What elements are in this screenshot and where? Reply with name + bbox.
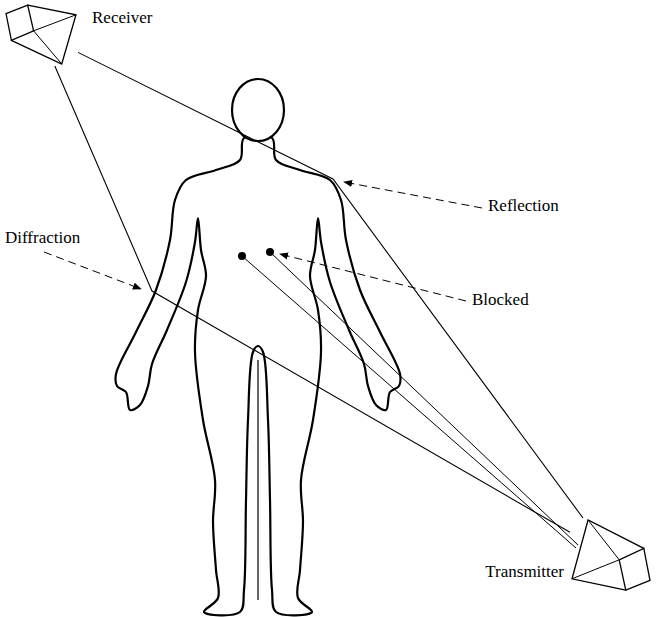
blocked-paths bbox=[242, 252, 578, 548]
antenna-node: Transmitter bbox=[570, 518, 652, 594]
leader-arrow bbox=[344, 182, 482, 208]
signal-path bbox=[55, 66, 570, 532]
leader-arrows bbox=[44, 182, 482, 301]
antenna-label: Transmitter bbox=[485, 562, 564, 582]
block-point bbox=[238, 252, 246, 260]
horn-antenna-icon bbox=[4, 2, 78, 66]
blocked-ray bbox=[270, 252, 578, 545]
horn-edge bbox=[34, 31, 62, 64]
block-point bbox=[266, 248, 274, 256]
callout-label: Diffraction bbox=[3, 228, 82, 248]
leg-gap bbox=[257, 360, 258, 600]
horn-feed bbox=[619, 548, 650, 590]
horn-feed bbox=[6, 5, 34, 40]
horn-antenna-icon bbox=[570, 518, 652, 594]
signal-path bbox=[78, 52, 583, 518]
horn-edge bbox=[572, 560, 619, 579]
horn-edge bbox=[588, 520, 619, 560]
leader-arrow bbox=[280, 254, 466, 301]
human-body bbox=[115, 79, 400, 615]
antenna-node: Receiver bbox=[4, 2, 78, 66]
callout-label: Blocked bbox=[470, 290, 531, 310]
antenna-label: Receiver bbox=[92, 8, 152, 28]
head-outline bbox=[232, 79, 284, 141]
body-outline bbox=[115, 135, 400, 616]
blocked-ray bbox=[242, 256, 576, 548]
callout-label: Reflection bbox=[486, 196, 561, 216]
leader-arrow bbox=[44, 252, 141, 289]
horn-edge bbox=[34, 15, 76, 31]
